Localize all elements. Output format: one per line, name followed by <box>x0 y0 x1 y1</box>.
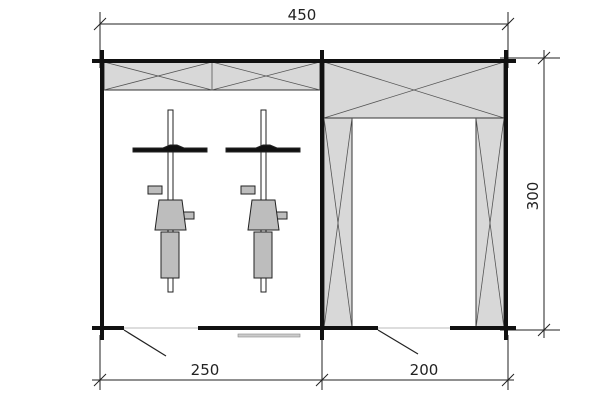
motorcycle-2 <box>225 109 301 293</box>
top-beam-right <box>323 61 505 119</box>
dimension-right-width-label: 200 <box>410 361 439 379</box>
walls <box>92 50 516 340</box>
dimension-depth-label: 300 <box>524 182 542 211</box>
dimension-total-width-label: 450 <box>288 6 317 24</box>
door-right <box>377 327 450 355</box>
door-left <box>123 327 198 357</box>
top-beam-left <box>103 61 321 91</box>
dimension-bottom <box>92 335 515 390</box>
post-left <box>323 117 353 329</box>
motorcycle-1 <box>132 109 208 293</box>
post-right <box>475 117 505 329</box>
door-track <box>237 333 301 338</box>
dimension-depth <box>500 50 560 338</box>
dimension-left-width-label: 250 <box>191 361 220 379</box>
